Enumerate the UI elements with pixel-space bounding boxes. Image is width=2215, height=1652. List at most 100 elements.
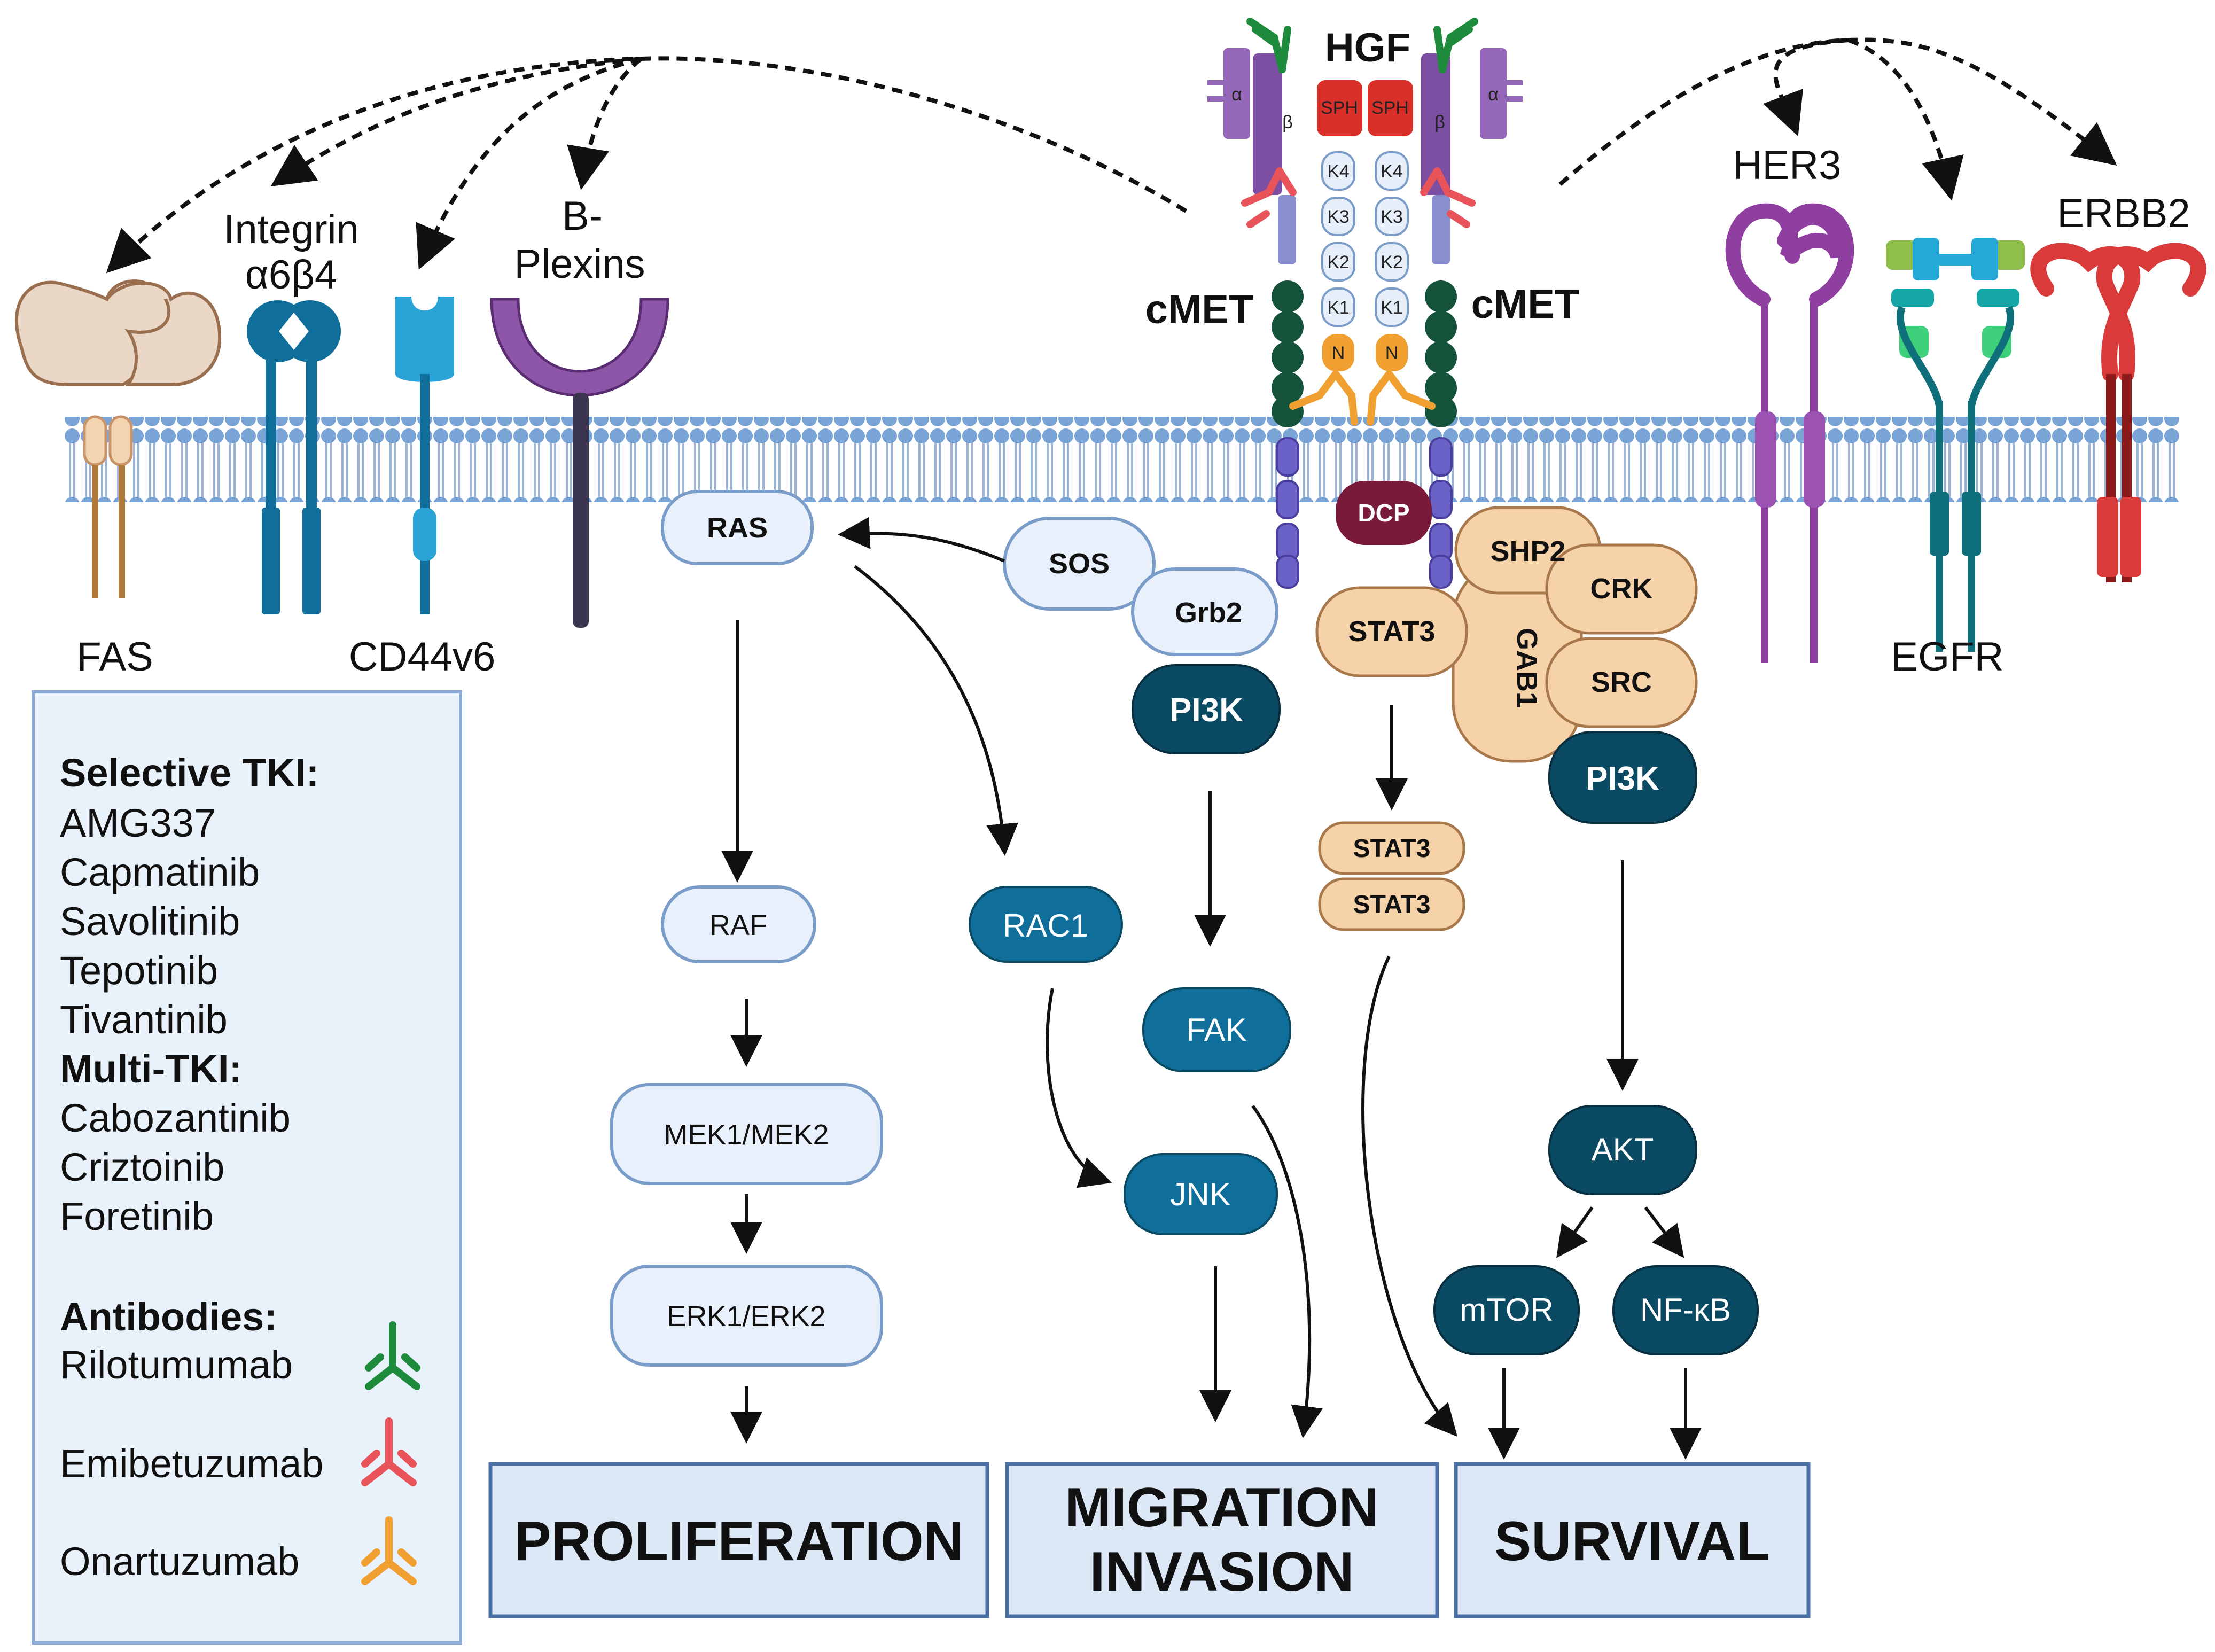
gab1-complex: SHP2 CRK SRC STAT3 GAB1	[1315, 506, 1698, 763]
svg-text:Grb2: Grb2	[1175, 597, 1242, 629]
integrin-label-line1: Integrin	[223, 207, 359, 252]
ras-node: RAS	[661, 490, 814, 565]
n-right: N	[1385, 343, 1399, 363]
svg-text:Cabozantinib: Cabozantinib	[60, 1096, 291, 1140]
dcp-node: DCP	[1336, 481, 1432, 545]
her3-receptor	[1725, 203, 1854, 663]
inhibitor-legend: Selective TKI: AMG337 Capmatinib Savolit…	[32, 690, 462, 1645]
cmet-alpha-left: α	[1231, 84, 1242, 105]
hgf-ligand	[1317, 80, 1413, 371]
svg-text:MEK1/MEK2: MEK1/MEK2	[664, 1119, 829, 1151]
akt-node: AKT	[1548, 1105, 1697, 1195]
svg-text:STAT3: STAT3	[1348, 615, 1435, 648]
svg-text:mTOR: mTOR	[1460, 1292, 1554, 1328]
b-plexin-label-line1: B-	[562, 193, 603, 239]
svg-text:MIGRATION: MIGRATION	[1065, 1477, 1378, 1539]
sph-label-left: SPH	[1321, 98, 1358, 118]
svg-text:SHP2: SHP2	[1490, 535, 1565, 567]
cmet-label-left: cMET	[1145, 287, 1254, 332]
cd44v6-receptor	[395, 297, 454, 614]
pi3k-right-node: PI3K	[1548, 731, 1697, 824]
mtor-node: mTOR	[1433, 1265, 1580, 1355]
cell-membrane	[64, 417, 2180, 502]
jnk-node: JNK	[1124, 1153, 1278, 1235]
sph-label-right: SPH	[1371, 98, 1409, 118]
crosstalk-arrows	[106, 37, 2117, 274]
svg-text:ERK1/ERK2: ERK1/ERK2	[667, 1300, 825, 1332]
svg-text:Antibodies:: Antibodies:	[60, 1295, 277, 1339]
svg-text:RAC1: RAC1	[1003, 908, 1088, 944]
svg-text:STAT3: STAT3	[1353, 891, 1431, 919]
outcome-survival: SURVIVAL	[1454, 1462, 1811, 1618]
svg-text:Capmatinib: Capmatinib	[60, 850, 260, 894]
cmet-alpha-right: α	[1488, 84, 1499, 105]
svg-text:Onartuzumab: Onartuzumab	[60, 1539, 299, 1584]
svg-text:SOS: SOS	[1049, 548, 1110, 580]
erbb2-receptor	[2030, 243, 2206, 582]
fas-label: FAS	[76, 634, 153, 680]
signaling-arrows	[721, 517, 1702, 1460]
nfkb-node: NF-κB	[1612, 1265, 1759, 1355]
svg-text:SRC: SRC	[1591, 666, 1652, 698]
k3-right: K3	[1381, 207, 1403, 227]
svg-text:STAT3: STAT3	[1353, 835, 1431, 863]
outcome-migration-invasion: MIGRATION INVASION	[1005, 1462, 1439, 1618]
egfr-receptor	[1886, 238, 2025, 652]
mek-node: MEK1/MEK2	[610, 1083, 883, 1185]
pi3k-left-node: PI3K	[1132, 664, 1281, 754]
svg-text:AKT: AKT	[1592, 1132, 1654, 1167]
k3-left: K3	[1327, 207, 1350, 227]
k2-right: K2	[1381, 252, 1403, 272]
b-plexin-label-line2: Plexins	[514, 241, 645, 287]
svg-text:PI3K: PI3K	[1586, 760, 1659, 797]
svg-text:AMG337: AMG337	[60, 801, 216, 845]
svg-text:SURVIVAL: SURVIVAL	[1494, 1510, 1770, 1572]
k4-left: K4	[1327, 161, 1350, 182]
cmet-label-right: cMET	[1471, 282, 1580, 327]
stat3-dimer: STAT3 STAT3	[1318, 821, 1465, 931]
k2-left: K2	[1327, 252, 1350, 272]
k4-right: K4	[1381, 161, 1403, 182]
svg-text:CRK: CRK	[1590, 573, 1653, 605]
erk-node: ERK1/ERK2	[610, 1265, 883, 1367]
rac1-node: RAC1	[969, 886, 1123, 963]
integrin-label-line2: α6β4	[245, 252, 337, 298]
svg-text:RAF: RAF	[709, 909, 767, 941]
integrin-receptor	[247, 300, 341, 614]
svg-text:PI3K: PI3K	[1169, 692, 1243, 729]
svg-text:RAS: RAS	[707, 512, 768, 544]
svg-text:Emibetuzumab: Emibetuzumab	[60, 1441, 324, 1486]
hgf-label: HGF	[1325, 25, 1410, 71]
sos-node: SOS	[1003, 517, 1156, 611]
svg-text:Savolitinib: Savolitinib	[60, 899, 240, 944]
cmet-beta-right: β	[1434, 112, 1445, 133]
svg-text:Foretinib: Foretinib	[60, 1194, 214, 1238]
b-plexin-receptor	[490, 298, 669, 628]
svg-text:Criztoinib: Criztoinib	[60, 1145, 224, 1189]
cmet-beta-left: β	[1282, 112, 1293, 133]
raf-node: RAF	[661, 885, 816, 963]
svg-text:Tepotinib: Tepotinib	[60, 948, 218, 993]
svg-text:JNK: JNK	[1170, 1176, 1230, 1212]
svg-text:DCP: DCP	[1358, 499, 1409, 527]
n-left: N	[1332, 343, 1345, 363]
svg-text:Multi-TKI:: Multi-TKI:	[60, 1047, 242, 1091]
svg-text:PROLIFERATION: PROLIFERATION	[514, 1510, 964, 1572]
svg-text:GAB1: GAB1	[1511, 628, 1543, 708]
fak-node: FAK	[1142, 987, 1291, 1072]
svg-text:Tivantinib: Tivantinib	[60, 998, 228, 1042]
grb2-node: Grb2	[1131, 567, 1278, 656]
her3-label: HER3	[1733, 143, 1842, 188]
k1-left: K1	[1327, 298, 1350, 318]
svg-text:Selective TKI:: Selective TKI:	[60, 751, 319, 795]
cmet-dimer	[1207, 18, 1523, 589]
svg-text:Rilotumumab: Rilotumumab	[60, 1343, 293, 1387]
svg-text:NF-κB: NF-κB	[1640, 1292, 1731, 1328]
cd44v6-label: CD44v6	[349, 634, 496, 680]
fas-receptor	[14, 279, 222, 598]
svg-text:FAK: FAK	[1186, 1012, 1246, 1048]
erbb2-label: ERBB2	[2057, 191, 2190, 236]
k1-right: K1	[1381, 298, 1403, 318]
svg-text:INVASION: INVASION	[1089, 1541, 1354, 1603]
